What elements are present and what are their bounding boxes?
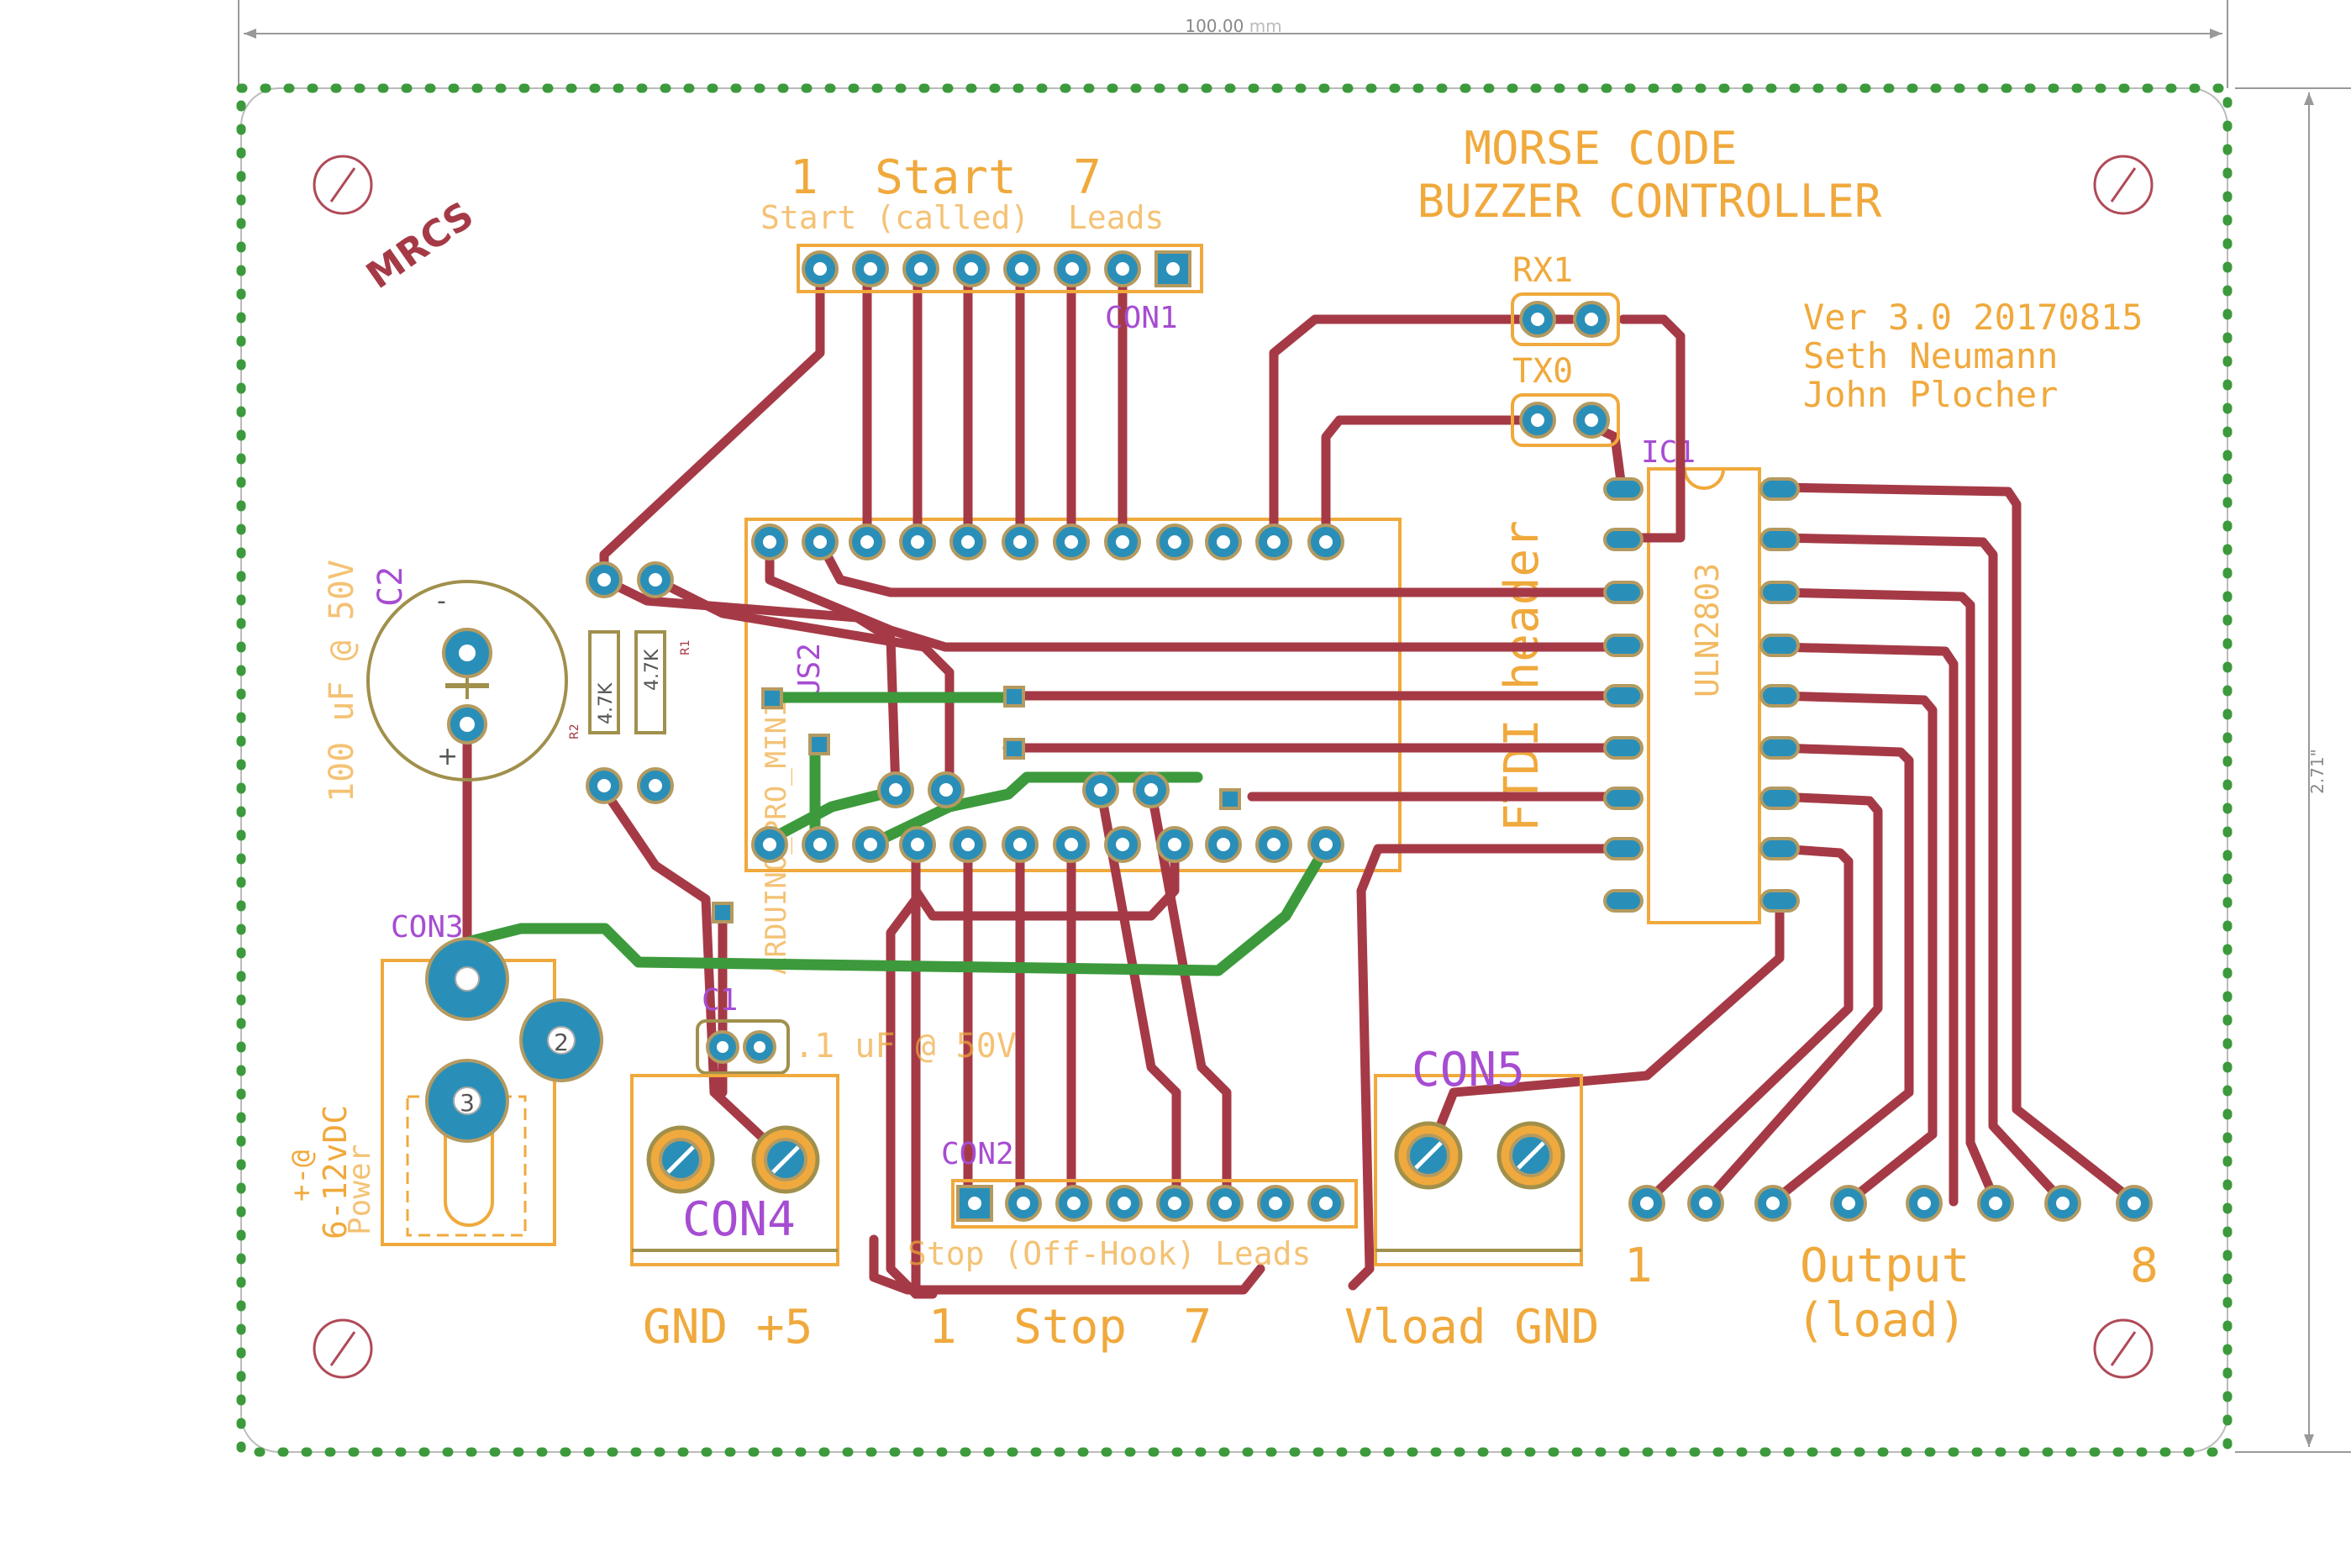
mounting-holes [313, 155, 2154, 1379]
capacitor-c2: + - [366, 580, 568, 781]
con3-name: CON3 [391, 910, 464, 944]
arduino-top-pins [751, 524, 1344, 560]
con2-label-bottom: 1 Stop 7 [928, 1300, 1212, 1355]
con2-pins [956, 1185, 1344, 1222]
output-label-center2: (load) [1796, 1293, 1966, 1348]
con3-power-label2: Power [343, 1144, 377, 1235]
us2-name: US2 [792, 643, 827, 697]
ftdi-label: FTDI header [1495, 520, 1549, 832]
dimension-height: 2.71" [2235, 87, 2351, 1453]
capacitor-c1 [696, 902, 790, 1075]
con5-outline [1374, 1074, 1583, 1266]
svg-text:-: - [437, 587, 446, 616]
arduino-inner-pins [761, 686, 1241, 810]
tx-label: TX0 [1512, 352, 1573, 391]
output-label-center1: Output [1800, 1239, 1970, 1293]
ground-plane-border [236, 83, 2233, 1457]
con1-outline [797, 244, 1203, 293]
ic1-pins [1603, 477, 1800, 913]
c1-value: .1 uF @ 50V [794, 1027, 1017, 1066]
r2-name: R2 [568, 723, 581, 739]
top-traces [462, 264, 2139, 1299]
arduino-bottom-pins [751, 826, 1344, 863]
ic1-part: ULN2803 [1689, 563, 1726, 697]
c2-value: 100 uF @ 50V [323, 560, 361, 802]
con4-label: GND +5 [643, 1300, 813, 1355]
con2-outline [951, 1179, 1358, 1229]
con3-power-label: 6-12vDC [317, 1105, 354, 1239]
con3-pads: 2 3 [425, 937, 603, 1143]
mrcs-logo: MRCS [359, 194, 481, 297]
c1-name: C1 [702, 983, 738, 1018]
svg-text:100.00 mm: 100.00 mm [1185, 16, 1281, 36]
svg-text:+: + [437, 742, 458, 771]
ic1-name: IC1 [1641, 435, 1696, 470]
rx-header [1511, 292, 1620, 346]
author-1: Seth Neumann [1803, 335, 2058, 376]
dimension-width: 100.00 mm [238, 0, 2228, 88]
tx-header [1511, 393, 1620, 447]
output-label-left: 1 [1624, 1239, 1653, 1293]
con1-pins [802, 250, 1191, 287]
author-2: John Plocher [1803, 374, 2058, 415]
height-label: 2.71 [2307, 756, 2327, 794]
con3-pin3: 3 [460, 1089, 475, 1117]
width-label: 100.00 [1185, 16, 1244, 36]
svg-text:2.71": 2.71" [2307, 749, 2327, 794]
con5-name: CON5 [1412, 1043, 1525, 1097]
r1-value: 4.7K [642, 649, 663, 691]
r1-name: R1 [679, 639, 692, 655]
con5-pads [1394, 1121, 1565, 1190]
rx-label: RX1 [1512, 251, 1573, 290]
con4-outline [630, 1074, 839, 1266]
con3-pin2: 2 [554, 1029, 569, 1056]
r2-value: 4.7K [596, 682, 617, 724]
con4-pads [646, 1125, 820, 1194]
con1-name: CON1 [1105, 301, 1178, 335]
version-line: Ver 3.0 20170815 [1803, 297, 2143, 338]
output-pads [1628, 1185, 2153, 1222]
title-line2: BUZZER CONTROLLER [1417, 175, 1882, 228]
resistors: 4.7K 4.7K R2 R1 [568, 561, 692, 804]
con2-label-sub: Stop (Off-Hook) Leads [907, 1235, 1311, 1272]
con1-label-top: 1 Start 7 [790, 150, 1102, 205]
title-line1: MORSE CODE [1464, 122, 1737, 175]
con1-label-sub: Start (called) Leads [760, 199, 1164, 236]
con3-polarity: +-@ [285, 1150, 318, 1202]
con4-name: CON4 [682, 1192, 796, 1247]
con2-name: CON2 [941, 1137, 1014, 1171]
bottom-traces [465, 692, 1333, 976]
c2-name: C2 [371, 566, 410, 607]
output-label-right: 8 [2130, 1239, 2159, 1293]
con5-label: Vload GND [1344, 1300, 1599, 1355]
